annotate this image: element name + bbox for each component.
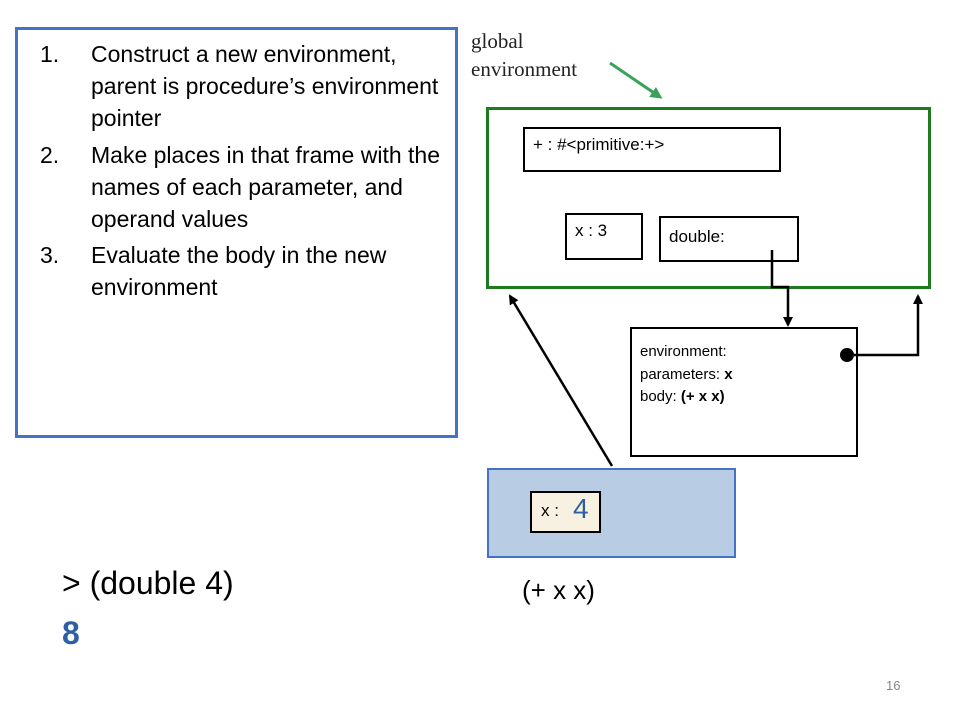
procedure-body: body: (+ x x) (640, 388, 725, 405)
binding-double: double: (659, 216, 799, 262)
step-number: 3. (40, 242, 60, 269)
binding-plus: + : #<primitive:+> (523, 127, 781, 172)
step-number: 1. (40, 41, 60, 67)
steps-list: 1. Construct a new environment, parent i… (28, 38, 448, 308)
repl-prompt: > (double 4) (62, 565, 234, 601)
step-text: Make places in that frame with the names… (91, 141, 440, 232)
procedure-object: environment: parameters: x body: (+ x x) (630, 327, 858, 457)
global-environment-label: global environment (471, 27, 577, 84)
step-1: 1. Construct a new environment, parent i… (28, 38, 448, 135)
global-label-line2: environment (471, 57, 578, 82)
binding-x-new-value: 4 (573, 493, 589, 524)
page-number: 16 (886, 678, 901, 693)
global-label-line1: global (471, 29, 524, 53)
binding-x-new-label: x : (541, 501, 559, 520)
step-text: Evaluate the body in the new environment (91, 242, 387, 301)
procedure-env-pointer-arrow (854, 294, 923, 357)
repl-result: 8 (62, 615, 80, 651)
procedure-parameters: parameters: x (640, 365, 733, 383)
new-frame-parent-arrow (508, 294, 614, 467)
new-environment-frame (487, 468, 736, 558)
procedure-environment: environment: (640, 343, 727, 360)
global-label-arrow (609, 61, 663, 99)
step-3: 3. Evaluate the body in the new environm… (28, 239, 448, 303)
step-text: Construct a new environment, parent is p… (91, 41, 439, 132)
step-number: 2. (40, 141, 60, 168)
binding-x-new: x : 4 (530, 491, 601, 533)
binding-x: x : 3 (565, 213, 643, 260)
step-2: 2. Make places in that frame with the na… (28, 139, 448, 236)
steps-box: 1. Construct a new environment, parent i… (15, 27, 458, 438)
body-expression: (+ x x) (522, 575, 595, 605)
